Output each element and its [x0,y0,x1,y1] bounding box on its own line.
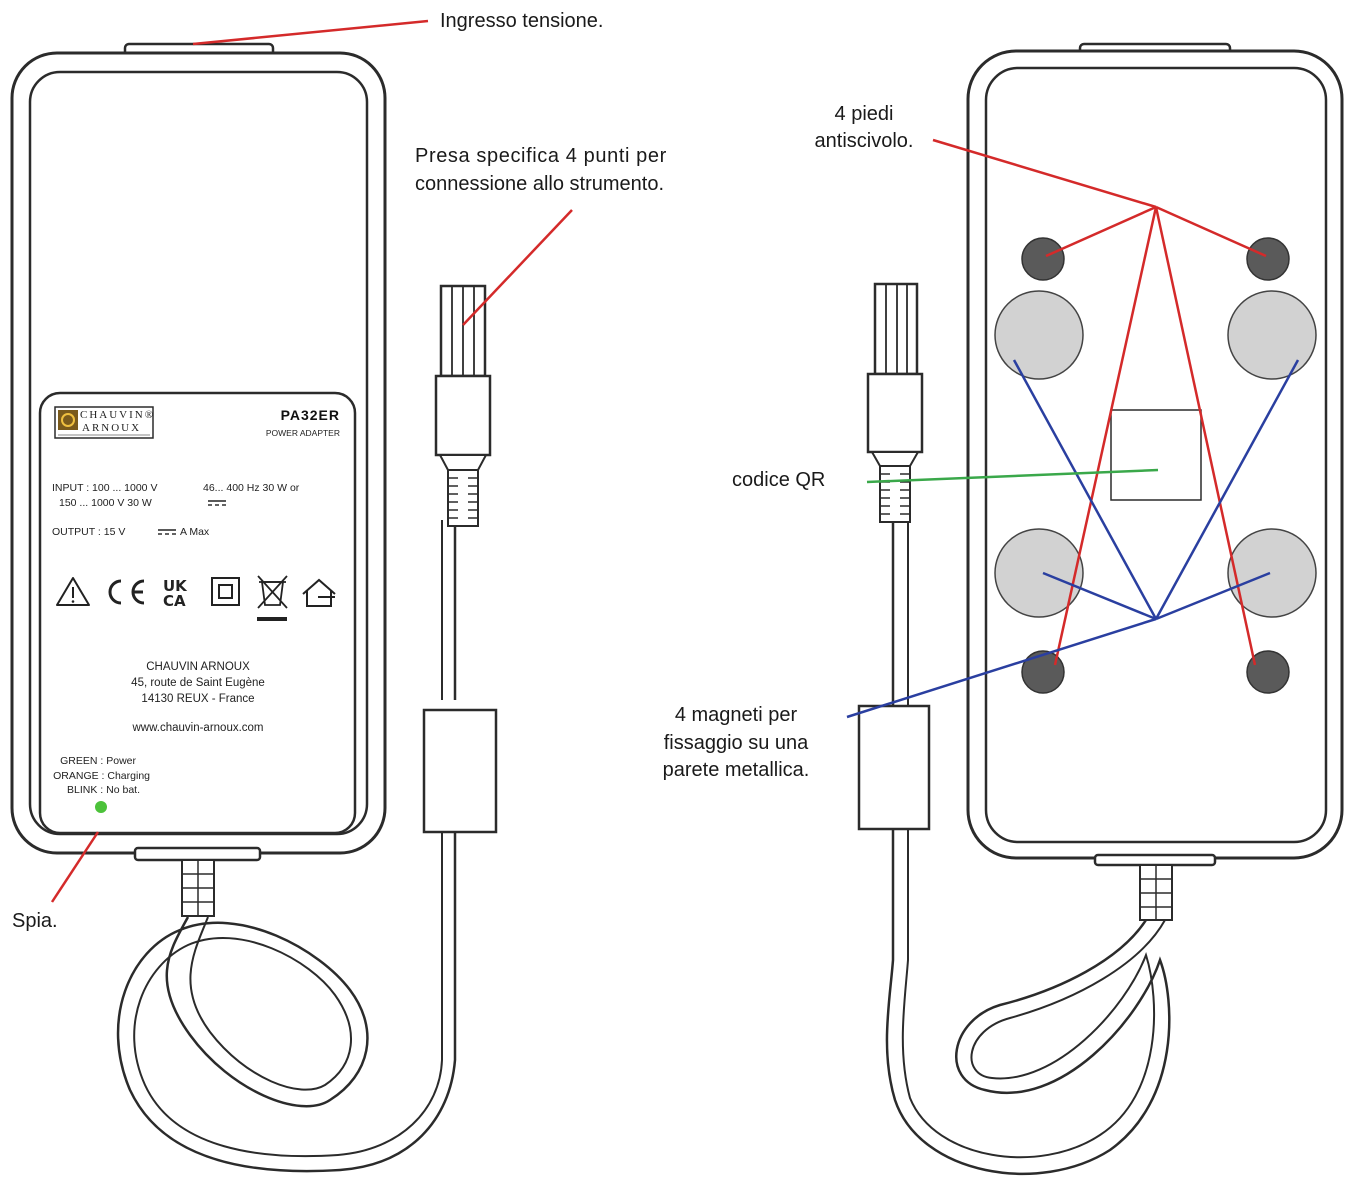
dc-symbol-output [158,529,176,535]
manufacturer-website: www.chauvin-arnoux.com [131,722,263,734]
ferrite-bead-left [422,708,498,834]
ukca-mark-uk: UK [163,577,188,595]
power-cable-right [885,520,1171,1176]
callout-led: Spia. [12,910,58,932]
callout-feet-line1: 4 piedi [835,103,894,125]
ukca-mark-ca: CA [163,592,186,610]
dc-symbol [208,500,226,506]
magnet-bottom-left [994,528,1084,618]
foot-bottom-right [1246,650,1290,694]
callout-plug-line2: connessione allo strumento. [415,173,664,195]
foot-top-left [1021,237,1065,281]
callout-voltage-input: Ingresso tensione. [440,10,603,32]
leader-plug [462,209,573,326]
rating-label [38,391,357,835]
brand-logo: CHAUVIN® ARNOUX [54,406,155,439]
brand-name-line2: ARNOUX [82,422,141,434]
ce-mark-icon [108,579,145,605]
input-frequency: 46... 400 Hz 30 W or [203,482,300,494]
callout-qr: codice QR [732,469,825,491]
manufacturer-name: CHAUVIN ARNOUX [146,661,250,673]
model-subtitle: POWER ADAPTER [266,428,340,438]
brand-name-line1: CHAUVIN® [80,409,155,421]
callout-magnets-line2: fissaggio su una [664,732,809,754]
foot-top-right [1246,237,1290,281]
manufacturer-street: 45, route de Saint Eugène [131,677,265,689]
callout-magnets-line3: parete metallica. [663,759,810,781]
callout-plug-line1: Presa specifica 4 punti per [415,145,667,167]
led-legend-green: GREEN : Power [60,755,136,767]
qr-code-area [1110,409,1202,501]
output-rating: OUTPUT : 15 V [52,526,125,538]
led-legend-blink: BLINK : No bat. [67,784,140,796]
callout-magnets-line1: 4 magneti per [675,704,798,726]
plug-left [434,284,492,527]
ferrite-bead-right [857,704,931,831]
adapter-front [10,42,387,917]
magnet-top-left [994,290,1084,380]
leader-led [50,831,100,903]
leader-voltage-input [192,19,429,46]
plug-right [866,282,924,523]
cable-outlet [133,846,262,862]
callout-feet-line2: antiscivolo. [815,130,914,152]
leader-qr [866,468,1159,484]
input-rating-line1: INPUT : 100 ... 1000 V [52,482,157,494]
leader-feet [932,138,1267,666]
weee-bin-icon [257,575,288,621]
led-legend-orange: ORANGE : Charging [53,770,150,782]
foot-bottom-left [1021,650,1065,694]
output-max: A Max [180,526,210,538]
input-rating-line2: 150 ... 1000 V 30 W [59,497,152,509]
magnet-top-right [1227,290,1317,380]
leader-magnets [846,359,1300,719]
warning-icon [56,577,90,606]
manufacturer-city: 14130 REUX - France [141,693,254,705]
magnet-bottom-right [1227,528,1317,618]
indoor-use-icon [302,578,336,607]
ukca-mark-icon: UK CA [163,577,188,610]
model-name: PA32ER [281,407,340,423]
double-insulation-icon [211,577,240,606]
power-cable-left [116,520,457,1173]
status-led [95,801,107,813]
